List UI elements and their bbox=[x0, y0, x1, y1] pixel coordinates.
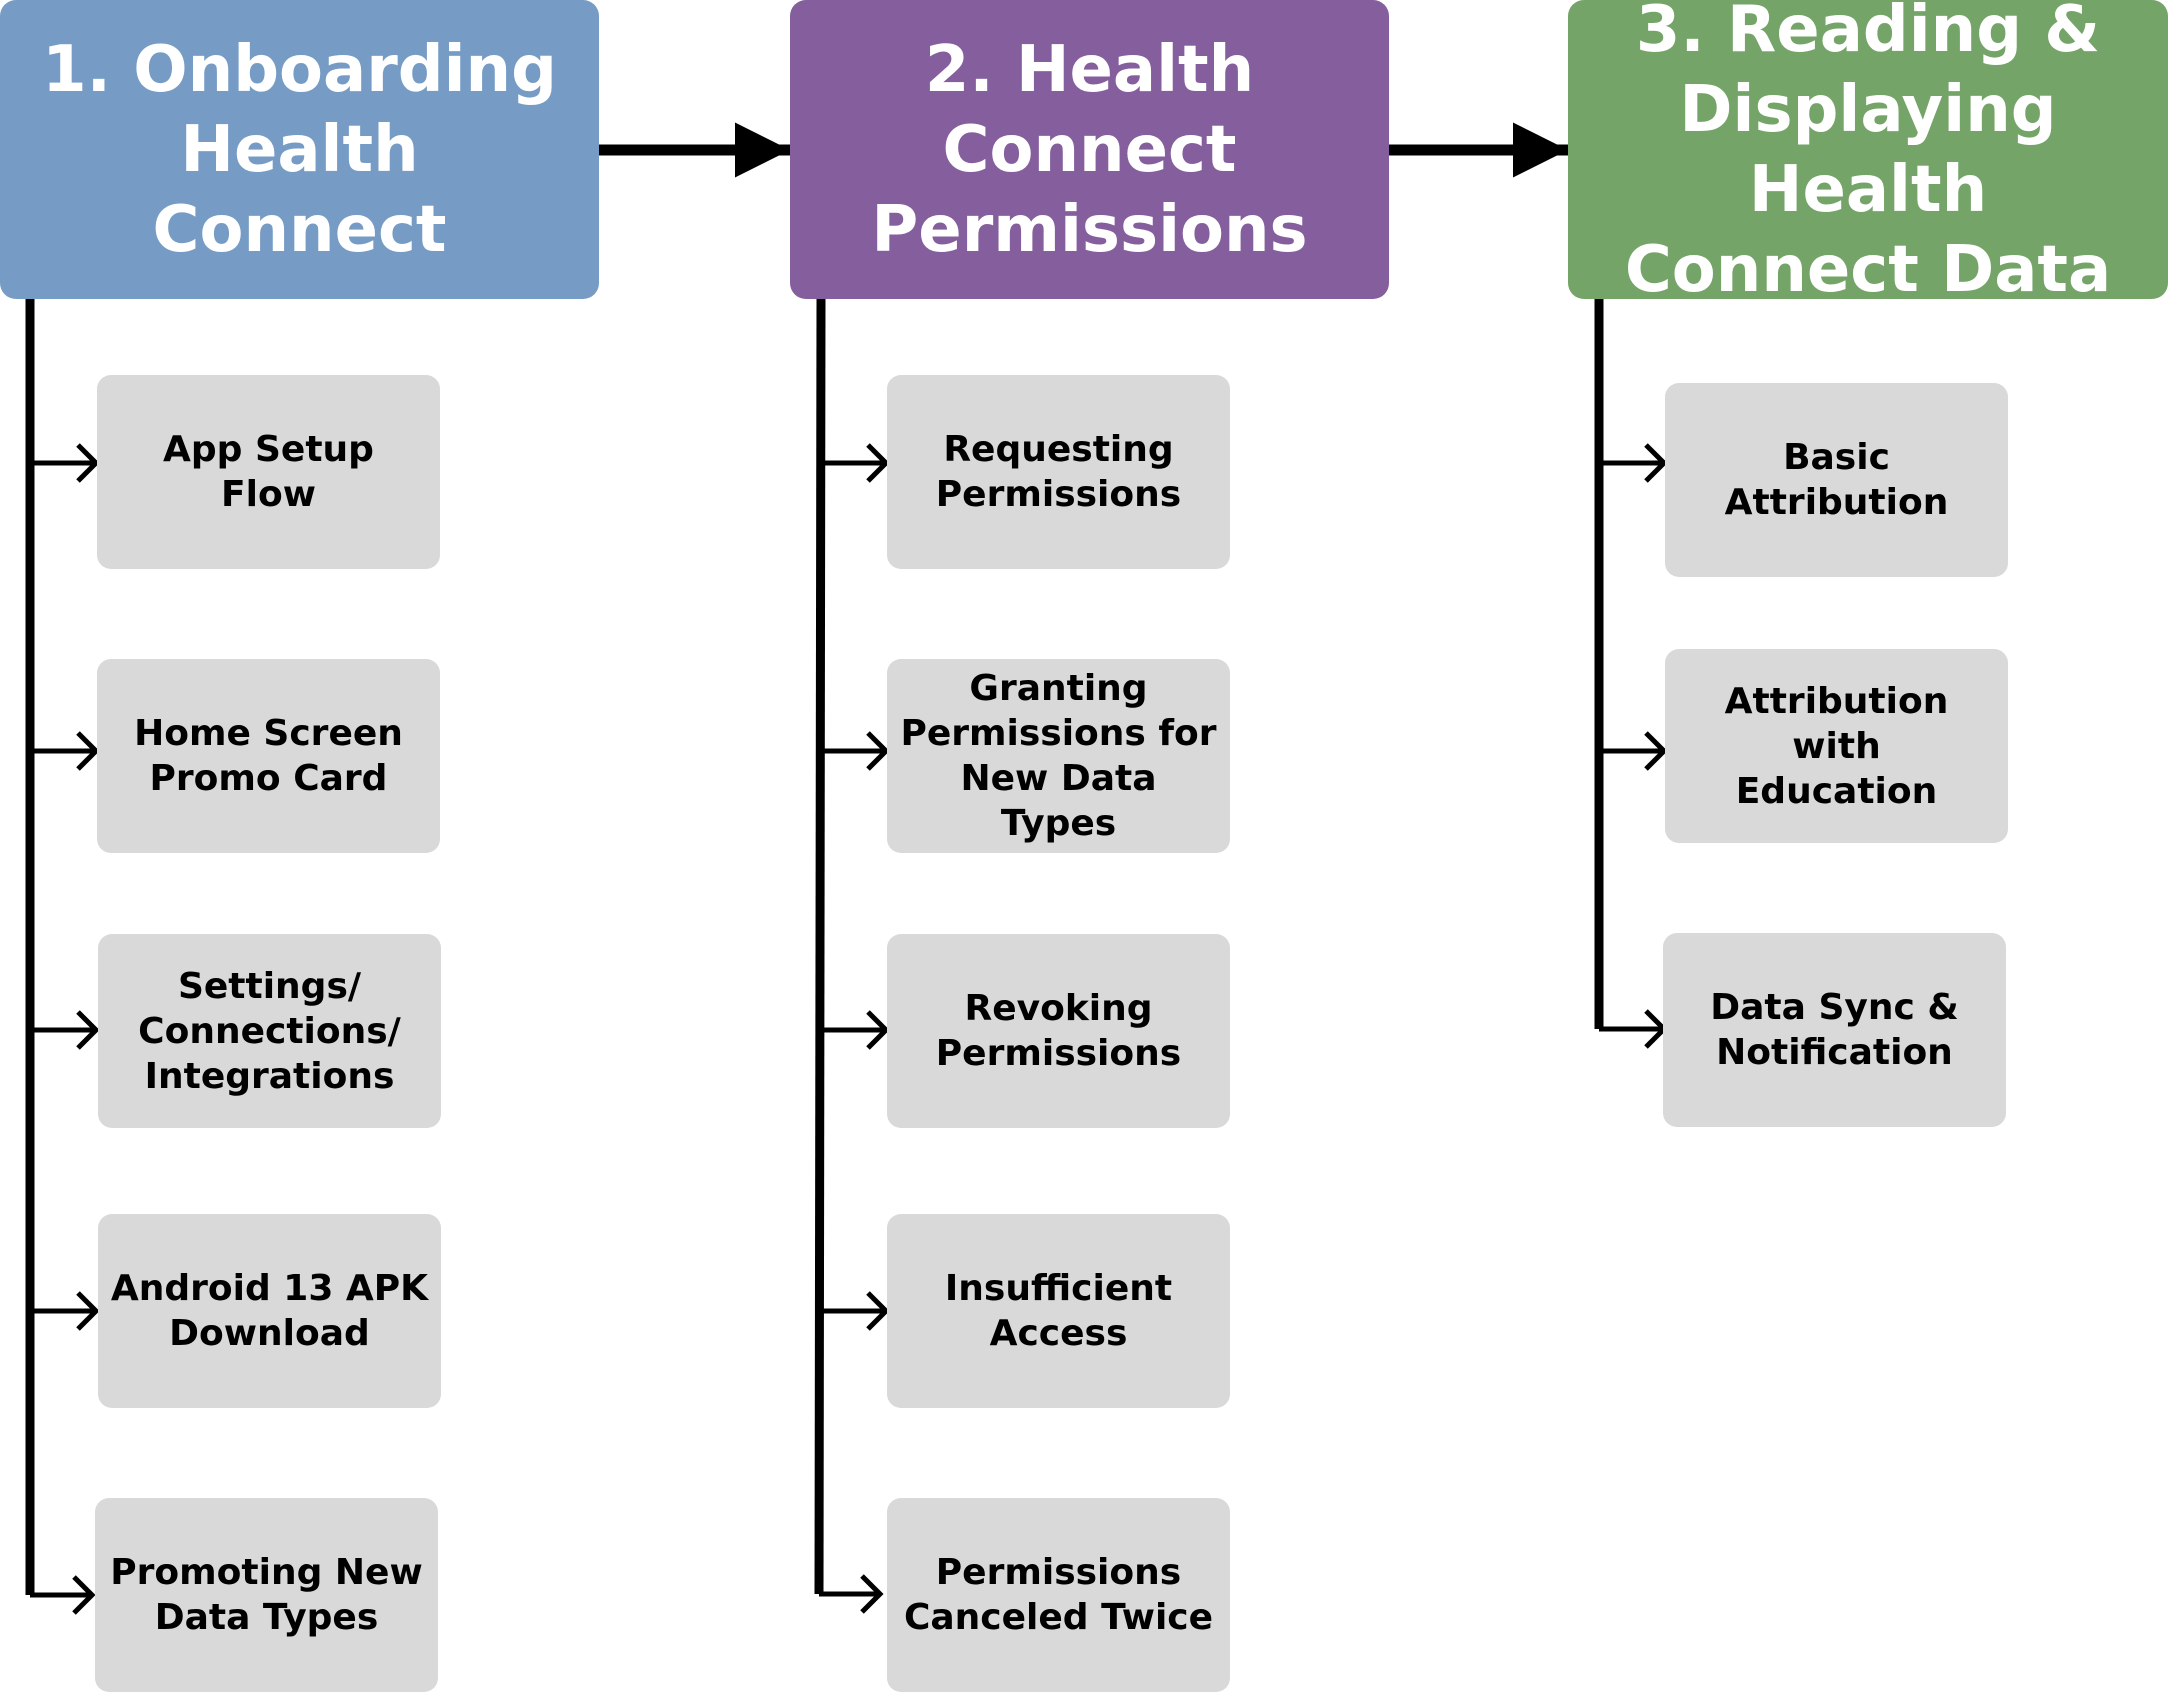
card-label: Android 13 APK Download bbox=[110, 1268, 429, 1354]
card-insufficient-access: Insufficient Access bbox=[887, 1214, 1230, 1408]
card-home-screen-promo: Home Screen Promo Card bbox=[97, 659, 440, 853]
card-android-apk-download: Android 13 APK Download bbox=[98, 1214, 441, 1408]
card-label: Insufficient Access bbox=[944, 1268, 1173, 1354]
branch-arrow bbox=[820, 1010, 890, 1050]
branch-arrow bbox=[820, 1291, 890, 1331]
card-requesting-permissions: Requesting Permissions bbox=[887, 375, 1230, 569]
header-permissions: 2. Health Connect Permissions bbox=[790, 0, 1389, 299]
card-basic-attribution: Basic Attribution bbox=[1665, 383, 2008, 577]
card-label: Requesting Permissions bbox=[935, 429, 1182, 515]
card-promoting-new-data-types: Promoting New Data Types bbox=[95, 1498, 438, 1692]
card-label: Granting Permissions for New Data Types bbox=[900, 668, 1217, 844]
column-3-branches bbox=[1599, 443, 1668, 1049]
card-label: Permissions Canceled Twice bbox=[903, 1552, 1214, 1638]
branch-arrow bbox=[30, 1575, 96, 1615]
card-granting-permissions: Granting Permissions for New Data Types bbox=[887, 659, 1230, 853]
card-revoking-permissions: Revoking Permissions bbox=[887, 934, 1230, 1128]
branch-arrow bbox=[30, 443, 100, 483]
branch-arrow bbox=[1599, 443, 1668, 483]
header-reading-title: 3. Reading & Displaying Health Connect D… bbox=[1624, 0, 2112, 307]
card-data-sync-notification: Data Sync & Notification bbox=[1663, 933, 2006, 1127]
header-onboarding: 1. Onboarding Health Connect bbox=[0, 0, 599, 299]
branch-arrow bbox=[30, 1291, 100, 1331]
card-label: Revoking Permissions bbox=[935, 988, 1182, 1074]
column-1-branches bbox=[30, 443, 100, 1615]
branch-arrow bbox=[30, 731, 100, 771]
branch-arrow bbox=[30, 1010, 100, 1050]
card-label: App Setup Flow bbox=[163, 429, 374, 515]
card-app-setup-flow: App Setup Flow bbox=[97, 375, 440, 569]
column-2-branches bbox=[819, 443, 890, 1614]
branch-arrow bbox=[821, 731, 890, 771]
branch-arrow bbox=[821, 443, 890, 483]
header-onboarding-title: 1. Onboarding Health Connect bbox=[42, 32, 557, 267]
column-2-trunk bbox=[814, 298, 826, 1595]
card-label: Home Screen Promo Card bbox=[134, 713, 403, 799]
branch-arrow bbox=[1599, 731, 1668, 771]
header-reading: 3. Reading & Displaying Health Connect D… bbox=[1568, 0, 2168, 307]
header-permissions-title: 2. Health Connect Permissions bbox=[871, 32, 1308, 267]
branch-arrow bbox=[819, 1574, 884, 1614]
card-settings-connections: Settings/ Connections/ Integrations bbox=[98, 934, 441, 1128]
card-label: Promoting New Data Types bbox=[110, 1552, 423, 1638]
card-label: Settings/ Connections/ Integrations bbox=[138, 965, 401, 1097]
card-permissions-canceled-twice: Permissions Canceled Twice bbox=[887, 1498, 1230, 1692]
card-attribution-with-education: Attribution with Education bbox=[1665, 649, 2008, 843]
card-label: Basic Attribution bbox=[1724, 437, 1949, 523]
card-label: Data Sync & Notification bbox=[1710, 987, 1959, 1073]
branch-arrow bbox=[1599, 1009, 1668, 1049]
card-label: Attribution with Education bbox=[1724, 680, 1949, 812]
